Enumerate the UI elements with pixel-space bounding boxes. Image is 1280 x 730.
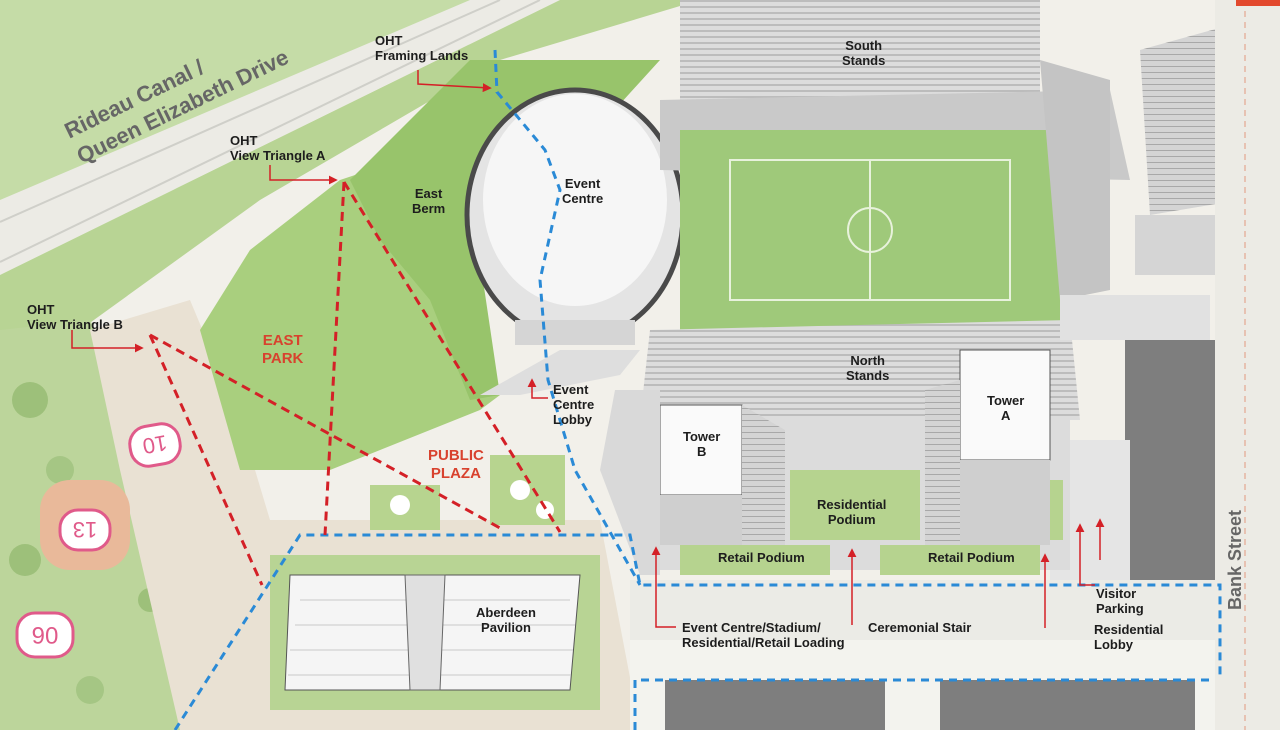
loading-label: Event Centre/Stadium/ Residential/Retail… (682, 620, 845, 650)
marker-10-text: 10 (141, 430, 169, 459)
bank-street-label: Bank Street (1225, 509, 1245, 610)
residential-podium-label: Residential Podium (817, 497, 887, 527)
tower-b-roof (659, 404, 743, 496)
east-building (1125, 340, 1225, 580)
bank-street (1215, 0, 1280, 730)
south-stands-label: South Stands (842, 38, 886, 68)
east-park-label: EAST PARK (262, 332, 304, 367)
north-stands-label: North Stands (846, 353, 890, 383)
retail-podium-right-label: Retail Podium (928, 550, 1015, 565)
corner-accent (1236, 0, 1280, 6)
marker-10: 10 (128, 422, 182, 468)
ceremonial-stair-label: Ceremonial Stair (868, 620, 972, 635)
marker-06-text: 06 (32, 621, 59, 648)
oht-framing-lands-label: OHT Framing Lands (375, 33, 469, 63)
oht-view-triangle-b-label: OHT View Triangle B (27, 302, 123, 332)
tower-a-label: Tower A (987, 393, 1025, 423)
south-street (630, 580, 1220, 640)
aberdeen-pavilion-label: Aberdeen Pavilion (476, 605, 536, 635)
event-centre-lobby-label: Event Centre Lobby (553, 382, 595, 427)
marker-06: 06 (15, 611, 75, 659)
oht-view-triangle-b (148, 333, 501, 586)
podium-green (790, 470, 920, 540)
marker-13-text: 13 (73, 517, 97, 542)
public-plaza-label: PUBLIC PLAZA (428, 447, 484, 482)
east-berm-label: East Berm (412, 186, 446, 216)
residential-lobby-label: Residential Lobby (1094, 622, 1164, 652)
retail-podium-left-label: Retail Podium (718, 550, 805, 565)
tower-a-roof (959, 349, 1051, 461)
marker-13: 13 (58, 508, 112, 552)
tower-b-label: Tower B (683, 429, 721, 459)
event-centre-label: Event Centre (562, 176, 604, 206)
south-stands (680, 0, 1040, 100)
visitor-parking-label: Visitor Parking (1096, 586, 1144, 616)
oht-view-triangle-a (323, 181, 562, 536)
oht-view-triangle-a-label: OHT View Triangle A (230, 133, 326, 163)
